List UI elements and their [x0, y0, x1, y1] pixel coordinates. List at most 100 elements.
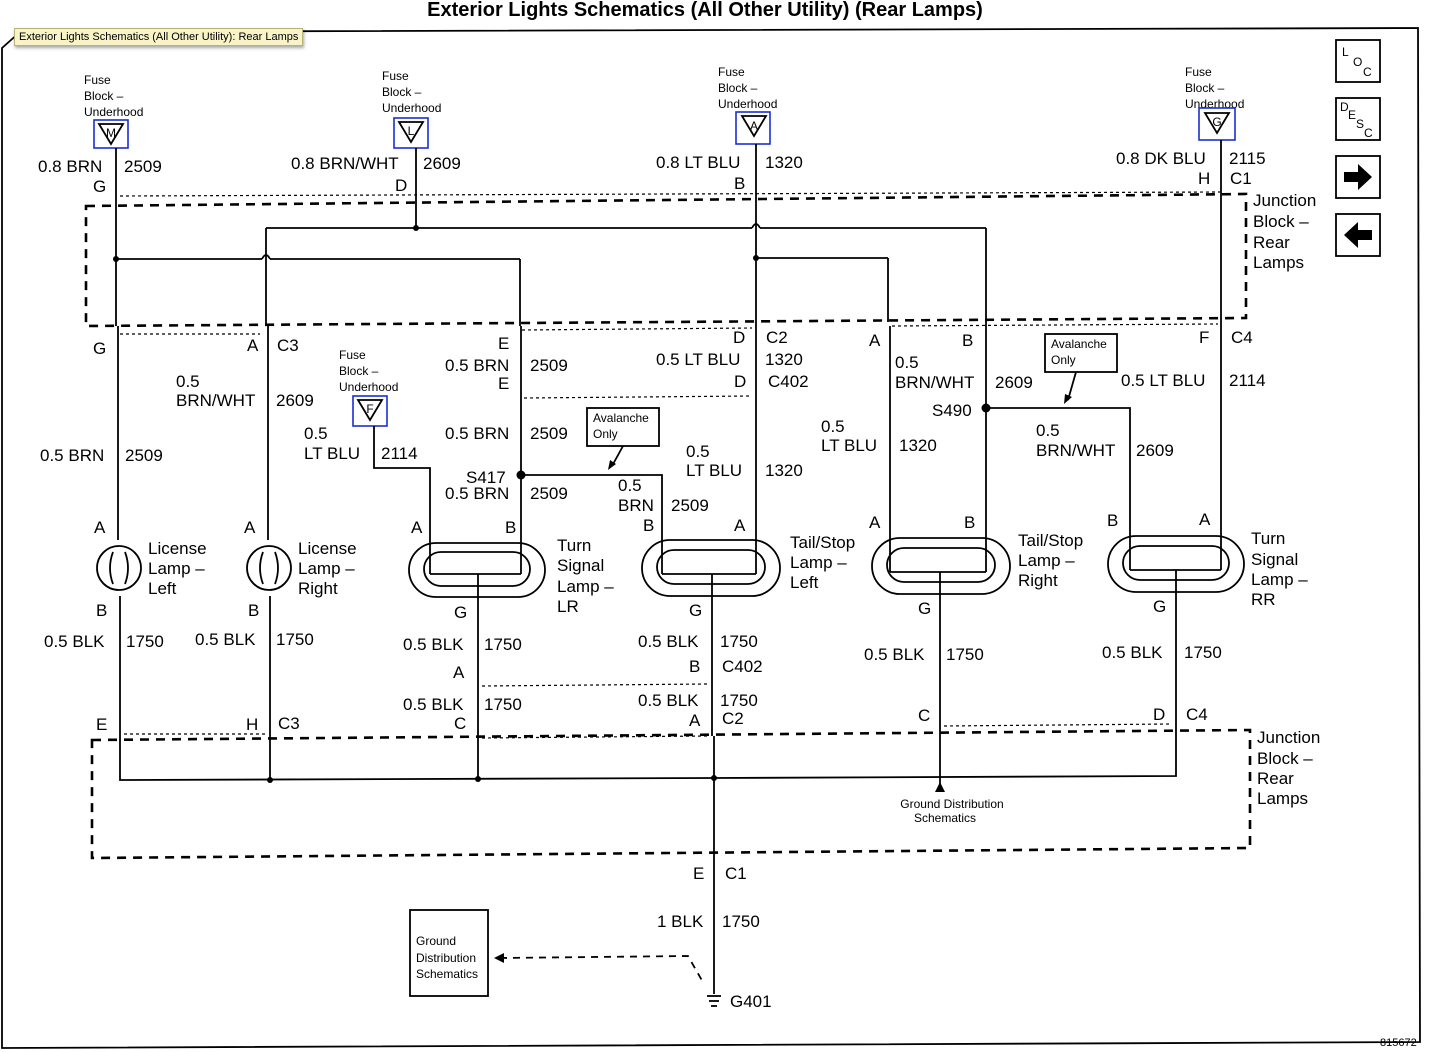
fuse-l-triangle-icon [397, 121, 425, 144]
svg-text:A: A [244, 518, 256, 537]
svg-text:A: A [247, 336, 259, 355]
svg-text:BRN: BRN [618, 496, 654, 515]
svg-text:E: E [498, 334, 509, 353]
fuse-m-triangle-icon [97, 123, 125, 146]
svg-text:M: M [106, 126, 116, 140]
svg-text:L: L [1342, 45, 1349, 59]
svg-text:0.5 LT BLU: 0.5 LT BLU [1121, 371, 1205, 390]
svg-text:Tail/Stop: Tail/Stop [1018, 531, 1083, 550]
svg-text:G: G [1212, 115, 1221, 129]
svg-text:Schematics: Schematics [416, 967, 478, 981]
svg-text:Block –: Block – [339, 364, 379, 378]
svg-text:Ground: Ground [416, 934, 456, 948]
svg-text:E: E [96, 715, 107, 734]
fuse-l: Fuse Block – Underhood L [382, 69, 441, 149]
svg-text:1750: 1750 [1184, 643, 1222, 662]
svg-text:A: A [453, 663, 465, 682]
fuse-l-box [393, 117, 429, 149]
svg-text:Junction: Junction [1257, 728, 1320, 747]
svg-text:Fuse: Fuse [1185, 65, 1212, 79]
svg-text:BRN/WHT: BRN/WHT [895, 373, 974, 392]
svg-text:Fuse: Fuse [84, 73, 111, 87]
svg-text:D: D [1340, 100, 1349, 114]
svg-text:S: S [1356, 117, 1364, 131]
forward-arrow-button[interactable] [1335, 155, 1381, 199]
ground-g401-icon [707, 995, 721, 1007]
loc-button[interactable]: L O C [1335, 39, 1381, 83]
svg-text:G: G [1153, 597, 1166, 616]
svg-text:C2: C2 [722, 709, 744, 728]
svg-text:A: A [411, 518, 423, 537]
svg-text:2115: 2115 [1229, 149, 1266, 168]
svg-text:A: A [869, 331, 881, 350]
fuse-f: Fuse Block – Underhood F [339, 348, 398, 427]
svg-text:Left: Left [148, 579, 177, 598]
svg-text:2609: 2609 [423, 154, 461, 173]
svg-text:S417: S417 [466, 468, 506, 487]
svg-text:Avalanche: Avalanche [1051, 337, 1107, 351]
svg-text:Signal: Signal [1251, 550, 1298, 569]
svg-text:Rear: Rear [1257, 769, 1294, 788]
figure-number: 815672 [1380, 1037, 1417, 1049]
svg-text:B: B [643, 516, 654, 535]
svg-text:G: G [93, 339, 106, 358]
svg-text:Underhood: Underhood [382, 101, 441, 115]
svg-text:1320: 1320 [765, 461, 803, 480]
svg-text:Lamp –: Lamp – [148, 559, 205, 578]
svg-text:BRN/WHT: BRN/WHT [1036, 441, 1115, 460]
svg-text:C: C [918, 706, 930, 725]
svg-text:C: C [454, 714, 466, 733]
svg-text:0.5: 0.5 [821, 417, 845, 436]
tooltip: Exterior Lights Schematics (All Other Ut… [14, 28, 304, 46]
svg-text:RR: RR [1251, 590, 1276, 609]
svg-text:F: F [366, 402, 373, 416]
svg-text:1750: 1750 [720, 691, 758, 710]
svg-text:1320: 1320 [765, 153, 803, 172]
svg-text:Lamps: Lamps [1253, 253, 1304, 272]
svg-text:A: A [94, 518, 106, 537]
junction-top-internal-wiring [113, 192, 1222, 326]
svg-text:Signal: Signal [557, 556, 604, 575]
fuse-g-triangle-icon [1203, 112, 1231, 135]
fuse-a-box [735, 111, 771, 145]
diagram-title: Exterior Lights Schematics (All Other Ut… [427, 0, 983, 21]
svg-text:B: B [962, 331, 973, 350]
svg-text:1750: 1750 [484, 695, 522, 714]
svg-text:1750: 1750 [276, 630, 314, 649]
svg-text:C402: C402 [722, 657, 763, 676]
svg-text:G: G [93, 177, 106, 196]
svg-text:B: B [964, 513, 975, 532]
svg-text:0.5 BLK: 0.5 BLK [1102, 643, 1163, 662]
svg-text:Right: Right [1018, 571, 1058, 590]
svg-text:E: E [1348, 108, 1356, 122]
svg-text:0.5: 0.5 [686, 442, 710, 461]
svg-text:0.8 BRN: 0.8 BRN [38, 157, 102, 176]
svg-text:0.5 BRN: 0.5 BRN [445, 484, 509, 503]
svg-text:Junction: Junction [1253, 191, 1316, 210]
back-arrow-button[interactable] [1335, 213, 1381, 257]
svg-text:F: F [1199, 328, 1209, 347]
svg-text:0.5: 0.5 [618, 476, 642, 495]
svg-text:Schematics: Schematics [914, 811, 976, 825]
svg-text:C1: C1 [1230, 169, 1252, 188]
svg-text:LR: LR [557, 597, 579, 616]
svg-text:0.5 BLK: 0.5 BLK [195, 630, 256, 649]
svg-text:1750: 1750 [720, 632, 758, 651]
svg-text:B: B [1107, 511, 1118, 530]
svg-text:0.5 BLK: 0.5 BLK [403, 695, 464, 714]
svg-text:C402: C402 [768, 372, 809, 391]
tail-stop-lamp-left: B A Tail/Stop Lamp – Left G [641, 516, 855, 620]
svg-text:O: O [1353, 55, 1362, 69]
svg-text:C: C [1363, 65, 1372, 79]
svg-text:H: H [246, 715, 258, 734]
svg-text:2114: 2114 [381, 444, 418, 463]
svg-text:Block –: Block – [1253, 212, 1309, 231]
svg-text:Fuse: Fuse [339, 348, 366, 362]
desc-button[interactable]: D E S C [1335, 97, 1381, 141]
svg-text:Underhood: Underhood [84, 105, 143, 119]
arrow-right-icon [1344, 164, 1372, 190]
svg-text:BRN/WHT: BRN/WHT [176, 391, 255, 410]
svg-text:B: B [505, 518, 516, 537]
svg-text:Block –: Block – [718, 81, 758, 95]
